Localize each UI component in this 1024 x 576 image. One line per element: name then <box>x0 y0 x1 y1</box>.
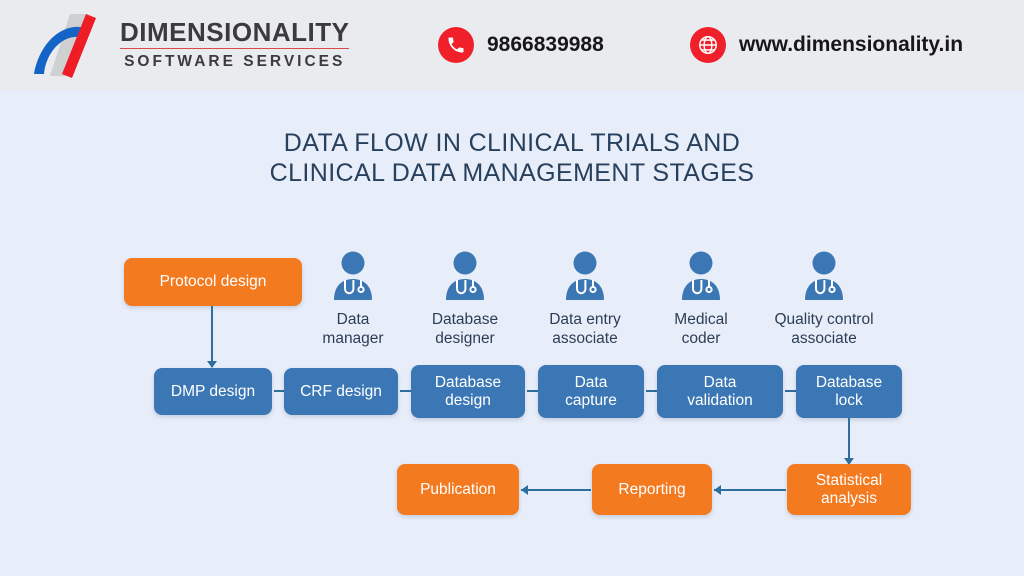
role-label-line-1: Data <box>336 311 370 328</box>
flow-box-label: Database lock <box>816 374 882 410</box>
flow-box-label: Publication <box>420 480 496 498</box>
role-label-line-2: associate <box>791 330 857 347</box>
flow-box-label-line-1: Database <box>815 373 883 391</box>
flow-box-label-line-1: Data <box>703 373 737 391</box>
arrow-statistical-analysis-to-reporting <box>714 480 786 500</box>
role-label: Data entry associate <box>521 310 649 348</box>
website-url: www.dimensionality.in <box>739 33 964 56</box>
person-with-stethoscope-icon <box>521 248 649 306</box>
flow-box-crf-design[interactable]: CRF design <box>284 368 398 415</box>
flow-box-label-line-1: Data <box>574 373 608 391</box>
flow-box-label: Data capture <box>565 374 617 410</box>
role-label-line-1: Database <box>431 311 499 328</box>
role-label-line-2: designer <box>435 330 495 347</box>
arrow-protocol-to-dmp <box>205 306 219 368</box>
person-with-stethoscope-icon <box>760 248 888 306</box>
person-with-stethoscope-icon <box>401 248 529 306</box>
website-contact[interactable]: www.dimensionality.in <box>690 27 963 63</box>
role-data-entry-associate: Data entry associate <box>521 248 649 348</box>
flow-box-label: Data validation <box>687 374 753 410</box>
flow-box-label: CRF design <box>300 382 382 400</box>
role-medical-coder: Medical coder <box>637 248 765 348</box>
phone-number: 9866839988 <box>487 33 604 56</box>
role-quality-control-associate: Quality control associate <box>760 248 888 348</box>
role-label-line-2: manager <box>322 330 384 347</box>
role-database-designer: Database designer <box>401 248 529 348</box>
logo-subtitle: SOFTWARE SERVICES <box>124 53 346 71</box>
flow-box-dmp-design[interactable]: DMP design <box>154 368 272 415</box>
page-header: DIMENSIONALITY SOFTWARE SERVICES 9866839… <box>0 0 1024 90</box>
flow-box-protocol-design[interactable]: Protocol design <box>124 258 302 306</box>
flow-box-label-line-2: analysis <box>821 489 877 507</box>
phone-icon <box>438 27 474 63</box>
role-label-line-1: Medical <box>674 311 728 328</box>
flow-box-label-line-1: Database <box>434 373 502 391</box>
role-label-line-2: associate <box>552 330 618 347</box>
dimensionality-logo-icon <box>30 10 114 80</box>
role-data-manager: Data manager <box>289 248 417 348</box>
flow-box-database-design[interactable]: Database design <box>411 365 525 418</box>
flow-box-publication[interactable]: Publication <box>397 464 519 515</box>
flow-box-label: Database design <box>435 374 501 410</box>
page-title-line-1: DATA FLOW IN CLINICAL TRIALS AND <box>283 129 741 157</box>
flow-box-reporting[interactable]: Reporting <box>592 464 712 515</box>
flow-box-label: DMP design <box>170 382 256 400</box>
flow-box-label-line-2: design <box>445 391 491 409</box>
flow-box-label: Protocol design <box>159 273 267 290</box>
flow-box-data-capture[interactable]: Data capture <box>538 365 644 418</box>
flow-box-statistical-analysis[interactable]: Statistical analysis <box>787 464 911 515</box>
flow-box-label-line-1: Statistical <box>815 471 883 489</box>
company-logo: DIMENSIONALITY SOFTWARE SERVICES <box>30 8 350 82</box>
role-label-line-2: coder <box>681 330 721 347</box>
flow-box-data-validation[interactable]: Data validation <box>657 365 783 418</box>
arrow-reporting-to-publication <box>521 480 591 500</box>
flow-box-label-line-2: capture <box>565 391 617 409</box>
arrow-database-lock-to-statistical-analysis <box>842 418 856 465</box>
role-label: Database designer <box>401 310 529 348</box>
flow-box-label: Statistical analysis <box>816 472 882 508</box>
logo-wordmark: DIMENSIONALITY SOFTWARE SERVICES <box>120 18 350 71</box>
page-title-line-2: CLINICAL DATA MANAGEMENT STAGES <box>269 159 755 187</box>
role-label-line-1: Quality control <box>774 311 874 328</box>
page-title: DATA FLOW IN CLINICAL TRIALS AND CLINICA… <box>0 128 1024 188</box>
logo-title: DIMENSIONALITY <box>120 18 350 50</box>
role-label: Medical coder <box>637 310 765 348</box>
phone-contact[interactable]: 9866839988 <box>438 27 604 63</box>
flow-box-label-line-2: validation <box>687 391 753 409</box>
person-with-stethoscope-icon <box>289 248 417 306</box>
flow-box-label-line-2: lock <box>835 391 863 409</box>
flow-box-database-lock[interactable]: Database lock <box>796 365 902 418</box>
role-label: Data manager <box>289 310 417 348</box>
role-label: Quality control associate <box>760 310 888 348</box>
person-with-stethoscope-icon <box>637 248 765 306</box>
flow-box-label: Reporting <box>618 480 686 498</box>
role-label-line-1: Data entry <box>549 311 621 328</box>
globe-icon <box>690 27 726 63</box>
